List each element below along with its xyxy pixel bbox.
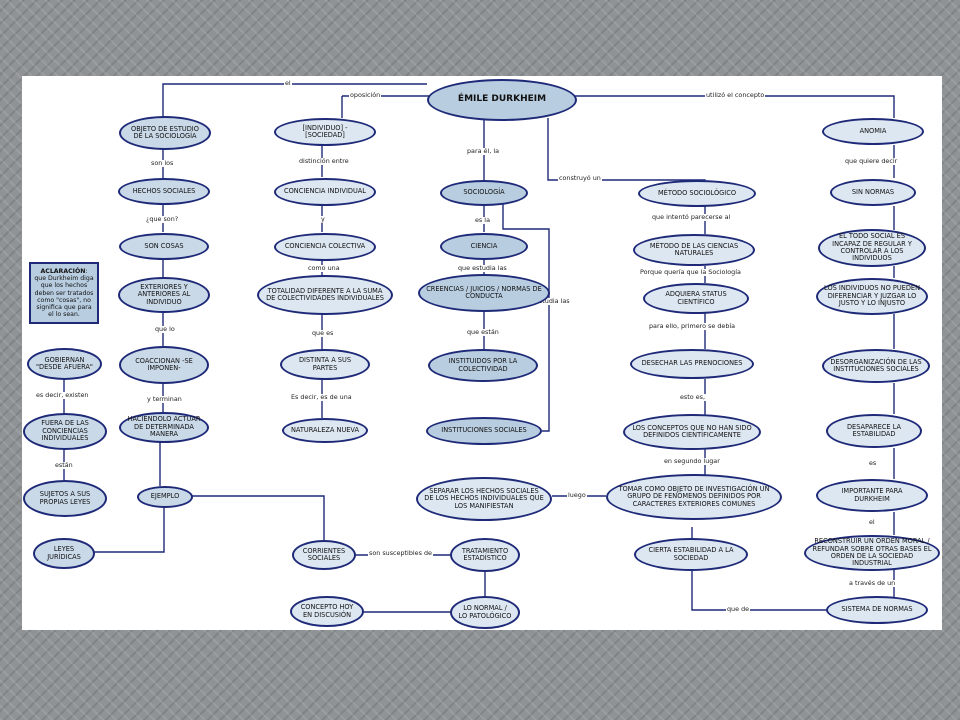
node-instituciones-sociales[interactable]: INSTITUCIONES SOCIALES <box>426 417 542 445</box>
link-label-es-la: es la <box>474 216 491 224</box>
node-corrientes-sociales[interactable]: CORRIENTES SOCIALES <box>292 540 356 570</box>
node-sin-normas[interactable]: SIN NORMAS <box>830 179 916 206</box>
node-conciencia-colectiva[interactable]: CONCIENCIA COLECTIVA <box>274 233 376 261</box>
link-label-en-segundo: en segundo lugar <box>663 457 721 465</box>
node-metodo-sociologico[interactable]: MÉTODO SOCIOLÓGICO <box>638 180 756 207</box>
node-individuo-sociedad[interactable]: [INDIVIDUO] - [SOCIEDAD] <box>274 118 376 146</box>
link-label-distincion: distinción entre <box>298 157 350 165</box>
node-emile-durkheim[interactable]: ÉMILE DURKHEIM <box>427 79 577 121</box>
link-label-que-son: ¿que son? <box>145 215 180 223</box>
node-tratamiento-estadistico[interactable]: TRATAMIENTO ESTADÍSTICO <box>450 538 520 572</box>
link-label-el-2: el <box>868 518 876 526</box>
concept-map: el oposición utilizó el concepto para él… <box>22 76 942 630</box>
node-desaparece-estabilidad[interactable]: DESAPARECE LA ESTABILIDAD <box>826 414 922 448</box>
link-label-y: y <box>320 215 326 223</box>
link-label-que-estan: que están <box>466 328 500 336</box>
node-desorganizacion[interactable]: DESORGANIZACIÓN DE LAS INSTITUCIONES SOC… <box>822 349 930 383</box>
link-label-oposicion: oposición <box>349 91 382 99</box>
link-label-estan: están <box>54 461 74 469</box>
link-label-susceptibles: son susceptibles de <box>368 549 433 557</box>
node-fuera-conciencias[interactable]: FUERA DE LAS CONCIENCIAS INDIVIDUALES <box>23 413 107 450</box>
link-label-para-el: para él, la <box>466 147 501 155</box>
node-desechar-prenociones[interactable]: DESECHAR LAS PRENOCIONES <box>630 349 754 379</box>
node-haciendolo[interactable]: HACIÉNDOLO ACTUAR DE DETERMINADA MANERA <box>119 412 209 443</box>
link-label-a-traves: a través de un <box>848 579 897 587</box>
link-label-para-ello: para ello, primero se debía <box>648 322 737 330</box>
link-label-el: el <box>284 79 292 87</box>
node-sociologia[interactable]: SOCIOLOGÍA <box>440 180 528 206</box>
link-label-utilizo: utilizó el concepto <box>705 91 766 99</box>
node-sujetos-leyes[interactable]: SUJETOS A SUS PROPIAS LEYES <box>23 480 107 517</box>
connector-lines <box>63 83 895 613</box>
node-coaccionan[interactable]: COACCIONAN -SE IMPONEN- <box>119 346 209 384</box>
node-distinta-partes[interactable]: DISTINTA A SUS PARTES <box>280 349 370 380</box>
node-ejemplo[interactable]: EJEMPLO <box>137 486 193 508</box>
link-label-que-es: que es <box>311 329 335 337</box>
link-label-es-decir-una: Es decir, es de una <box>290 393 353 401</box>
node-todo-social[interactable]: EL TODO SOCIAL ES INCAPAZ DE REGULAR Y C… <box>818 229 926 267</box>
link-label-que-de: que de <box>726 605 751 613</box>
node-conciencia-individual[interactable]: CONCIENCIA INDIVIDUAL <box>274 178 376 206</box>
node-separar-hechos[interactable]: SEPARAR LOS HECHOS SOCIALES DE LOS HECHO… <box>416 477 552 521</box>
node-cierta-estabilidad[interactable]: CIERTA ESTABILIDAD A LA SOCIEDAD <box>634 538 748 571</box>
note-title: ACLARACIÓN <box>40 268 86 275</box>
node-creencias[interactable]: CREENCIAS / JUICIOS / NORMAS DE CONDUCTA <box>418 274 550 312</box>
node-totalidad[interactable]: TOTALIDAD DIFERENTE A LA SUMA DE COLECTI… <box>257 275 393 315</box>
node-leyes-juridicas[interactable]: LEYES JURÍDICAS <box>33 538 95 569</box>
node-concepto-discusion[interactable]: CONCEPTO HOY EN DISCUSIÓN <box>290 596 364 627</box>
note-body: : que Durkheim diga que los hechos deben… <box>34 268 94 319</box>
node-sistema-normas[interactable]: SISTEMA DE NORMAS <box>826 596 928 624</box>
node-naturaleza-nueva[interactable]: NATURALEZA NUEVA <box>282 418 368 443</box>
link-label-es: es <box>868 459 878 467</box>
link-label-esto-es: esto es, <box>679 393 707 401</box>
node-individuos-no-pueden[interactable]: LOS INDIVIDUOS NO PUEDEN DIFERENCIAR Y J… <box>816 278 928 315</box>
node-reconstruir[interactable]: RECONSTRUIR UN ORDEN MORAL / REFUNDAR SO… <box>804 535 940 571</box>
node-normal-patologico[interactable]: LO NORMAL / LO PATOLÓGICO <box>450 596 520 629</box>
node-conceptos-no-definidos[interactable]: LOS CONCEPTOS QUE NO HAN SIDO DEFINIDOS … <box>623 414 761 450</box>
link-label-que-estudia: que estudia las <box>457 264 508 272</box>
link-label-luego: luego <box>567 491 587 499</box>
link-label-como-una: como una <box>307 264 341 272</box>
node-objeto-estudio[interactable]: OBJETO DE ESTUDIO DE LA SOCIOLOGÍA <box>119 116 211 150</box>
link-label-que-quiere: que quiere decir <box>844 157 899 165</box>
node-metodo-ciencias[interactable]: MÉTODO DE LAS CIENCIAS NATURALES <box>633 234 755 266</box>
node-hechos-sociales[interactable]: HECHOS SOCIALES <box>118 178 210 205</box>
node-tomar-objeto[interactable]: TOMAR COMO OBJETO DE INVESTIGACIÓN UN GR… <box>606 474 782 520</box>
link-label-es-decir-existen: es decir, existen <box>35 391 90 399</box>
node-anomia[interactable]: ANOMIA <box>822 118 924 145</box>
link-label-y-terminan: y terminan <box>146 395 183 403</box>
link-label-estudia-las: estudia las <box>534 297 571 305</box>
link-label-que-intento: que intentó parecerse al <box>651 213 732 221</box>
link-label-que-lo: que lo <box>154 325 176 333</box>
node-exteriores[interactable]: EXTERIORES Y ANTERIORES AL INDIVIDUO <box>118 277 210 313</box>
node-instituidos[interactable]: INSTITUIDOS POR LA COLECTIVIDAD <box>428 349 538 382</box>
node-son-cosas[interactable]: SON COSAS <box>119 233 209 260</box>
aclaracion-note: ACLARACIÓN: que Durkheim diga que los he… <box>29 262 99 324</box>
node-ciencia[interactable]: CIENCIA <box>440 233 528 260</box>
link-label-construyo: construyó un <box>558 174 602 182</box>
link-label-son-los: son los <box>150 159 175 167</box>
link-label-porque: Porque quería que la Sociología <box>639 268 742 276</box>
node-importante-durkheim[interactable]: IMPORTANTE PARA DURKHEIM <box>816 479 928 512</box>
node-adquiera-status[interactable]: ADQUIERA STATUS CIENTÍFICO <box>643 283 749 314</box>
node-gobiernan[interactable]: GOBIERNAN "DESDE AFUERA" <box>27 348 102 380</box>
